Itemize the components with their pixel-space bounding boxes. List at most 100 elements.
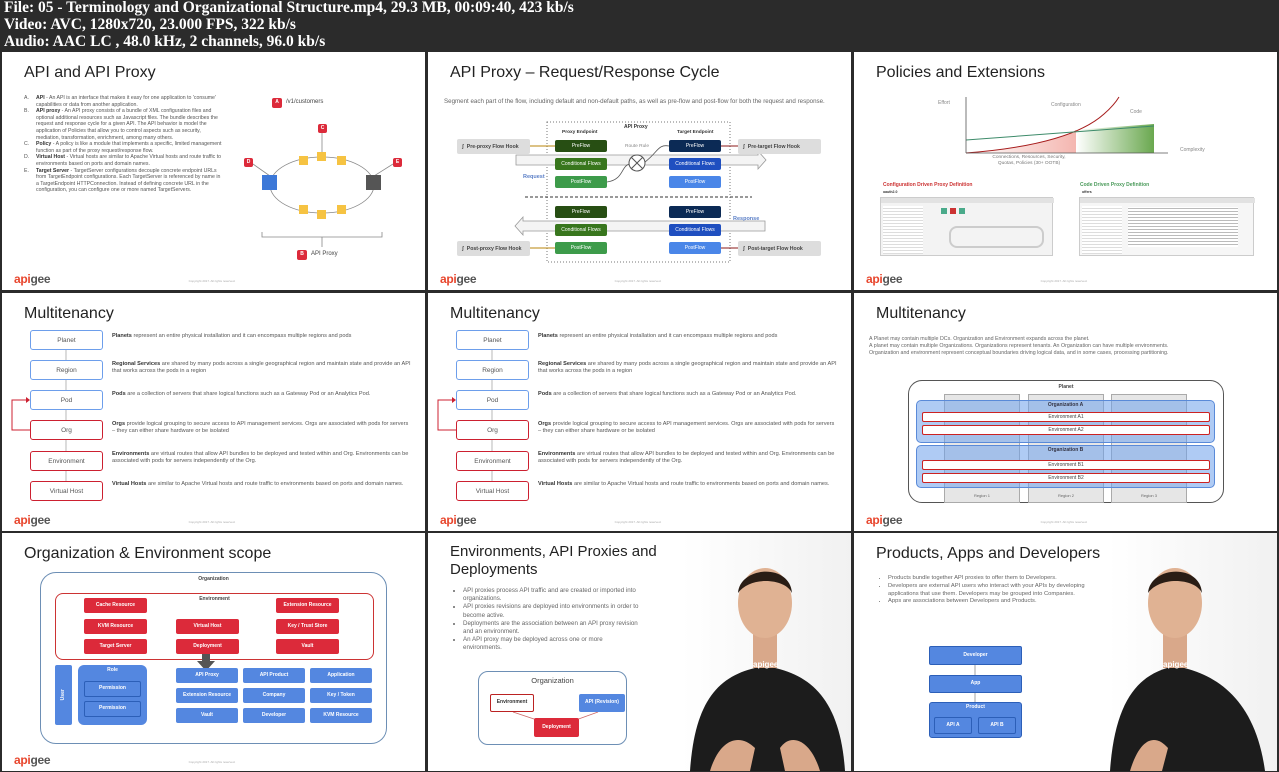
kvm-resource: KVM Resource bbox=[84, 619, 147, 634]
slide-title: Multitenancy bbox=[24, 305, 114, 322]
tier-box-region: Region bbox=[30, 360, 103, 380]
item-description: - An API proxy consists of a bundle of X… bbox=[36, 108, 218, 141]
api-b-box: API B bbox=[978, 717, 1016, 734]
tier-box-pod: Pod bbox=[30, 390, 103, 410]
tier-text: provide logical grouping to secure acces… bbox=[538, 421, 835, 434]
tier-description: Planets represent an entire physical ins… bbox=[538, 333, 838, 340]
tier-term: Planets bbox=[538, 333, 558, 339]
item-text: Virtual Host - Virtual hosts are similar… bbox=[36, 154, 224, 167]
organization-box bbox=[40, 572, 387, 744]
thumbnail-multitenancy-planet: Multitenancy A Planet may contain multip… bbox=[854, 293, 1277, 531]
tier-text: are shared by many pods across a single … bbox=[538, 361, 837, 374]
definition-item: C.Policy - A policy is like a module tha… bbox=[24, 141, 224, 154]
tier-box-org: Org bbox=[30, 420, 103, 440]
tier-description: Planets represent an entire physical ins… bbox=[112, 333, 412, 340]
environment-a2: Environment A2 bbox=[922, 425, 1210, 435]
copyright: Copyright 2017. All rights reserved. bbox=[1040, 520, 1088, 524]
item-term: Policy bbox=[36, 141, 52, 148]
bullet-list: Products bundle together API proxies to … bbox=[878, 575, 1098, 606]
label-d: D bbox=[244, 158, 253, 167]
thumbnail-api-and-api-proxy: API and API Proxy A.API - An API is an i… bbox=[2, 52, 425, 290]
hook-icon: ʃ bbox=[462, 245, 464, 252]
environment-box bbox=[55, 593, 374, 660]
presenter-video bbox=[690, 568, 845, 771]
item-letter: E. bbox=[24, 167, 29, 174]
proxy-preflow-response: PreFlow bbox=[555, 206, 607, 218]
code-area bbox=[1076, 124, 1154, 153]
bullet: API proxies revisions are deployed into … bbox=[463, 603, 643, 619]
slide-title: Multitenancy bbox=[450, 305, 540, 322]
environment-a1: Environment A1 bbox=[922, 412, 1210, 422]
definition-item: D.Virtual Host - Virtual hosts are simil… bbox=[24, 154, 224, 167]
loop-arrow bbox=[11, 350, 67, 481]
proxy-preflow-request: PreFlow bbox=[555, 140, 607, 152]
tier-description: Virtual Hosts are similar to Apache Virt… bbox=[538, 481, 838, 488]
slide-title: Multitenancy bbox=[876, 305, 966, 322]
bullet-list: API proxies process API traffic and are … bbox=[453, 587, 643, 653]
x-axis-label: Complexity bbox=[1180, 147, 1205, 153]
tier-description: Regional Services are shared by many pod… bbox=[112, 361, 412, 375]
definition-item: E.Target Server - TargetServer configura… bbox=[24, 168, 224, 194]
code-label: Code bbox=[1130, 109, 1142, 115]
apigee-logo: apigee bbox=[440, 513, 477, 527]
item-text: API proxy - An API proxy consists of a b… bbox=[36, 108, 224, 141]
org-a-label: Organization A bbox=[1047, 402, 1084, 408]
request-label: Request bbox=[523, 174, 545, 180]
item-letter: C. bbox=[24, 141, 30, 148]
tier-term: Pods bbox=[538, 391, 552, 397]
apigee-logo: apigee bbox=[866, 513, 903, 527]
tier-box-planet: Planet bbox=[30, 330, 103, 350]
tier-description: Virtual Hosts are similar to Apache Virt… bbox=[112, 481, 412, 488]
tier-description: Environments are virtual routes that all… bbox=[112, 451, 412, 465]
copyright: Copyright 2017. All rights reserved. bbox=[1040, 279, 1088, 283]
file-info: File: 05 - Terminology and Organizationa… bbox=[4, 0, 574, 16]
definitions-list: A.API - An API is an interface that make… bbox=[24, 95, 224, 194]
proxy-endpoint-label: Proxy Endpoint bbox=[562, 130, 598, 135]
virtual-host: Virtual Host bbox=[176, 619, 239, 634]
hook-label: Pre-proxy Flow Hook bbox=[466, 143, 519, 150]
connector-arrows bbox=[974, 665, 976, 702]
slide-title: API Proxy – Request/Response Cycle bbox=[450, 64, 720, 81]
api-proxy-label: API Proxy bbox=[624, 124, 648, 130]
developer-box: Developer bbox=[929, 646, 1022, 665]
environment-box: Environment bbox=[490, 694, 534, 712]
tier-term: Virtual Hosts bbox=[112, 481, 147, 487]
hook-label: Pre-target Flow Hook bbox=[747, 143, 800, 150]
copyright: Copyright 2017. All rights reserved. bbox=[188, 760, 236, 764]
config-editor-screenshot bbox=[880, 197, 1054, 256]
target-conditional-flows-response: Conditional Flows bbox=[669, 224, 721, 236]
configuration-area bbox=[966, 130, 1076, 153]
permission-box: Permission bbox=[84, 701, 141, 717]
product-label: Product bbox=[966, 704, 985, 710]
tier-text: are a collection of servers that share l… bbox=[125, 391, 371, 397]
slide-title: Policies and Extensions bbox=[876, 64, 1045, 81]
copyright: Copyright 2017. All rights reserved. bbox=[614, 520, 662, 524]
api-proxy-label: API Proxy bbox=[311, 251, 338, 257]
label-c: C bbox=[318, 124, 327, 133]
slide-description: A Planet may contain multiple DCs. Organ… bbox=[869, 336, 1269, 357]
thumbnail-org-environment-scope: Organization & Environment scope Organiz… bbox=[2, 533, 425, 771]
route-rule-label: Route Rule bbox=[625, 144, 649, 149]
item-letter: B. bbox=[24, 108, 29, 115]
key-token: Key / Token bbox=[310, 688, 372, 703]
tier-text: are virtual routes that allow API bundle… bbox=[538, 451, 835, 464]
bullet: API proxies process API traffic and are … bbox=[463, 587, 643, 603]
app-box: App bbox=[929, 675, 1022, 693]
tier-box-org: Org bbox=[456, 420, 529, 440]
title-line: Environments, API Proxies and bbox=[450, 543, 657, 560]
code-line bbox=[965, 125, 1155, 141]
tier-description: Pods are a collection of servers that sh… bbox=[112, 391, 412, 398]
tier-description: Orgs provide logical grouping to secure … bbox=[538, 421, 838, 435]
hook-icon: ʃ bbox=[743, 143, 745, 150]
developer: Developer bbox=[243, 708, 305, 723]
deployment-box: Deployment bbox=[534, 718, 579, 737]
organization-label: Organization bbox=[531, 676, 574, 685]
tier-term: Pods bbox=[112, 391, 126, 397]
tier-text: are similar to Apache Virtual hosts and … bbox=[572, 481, 830, 487]
